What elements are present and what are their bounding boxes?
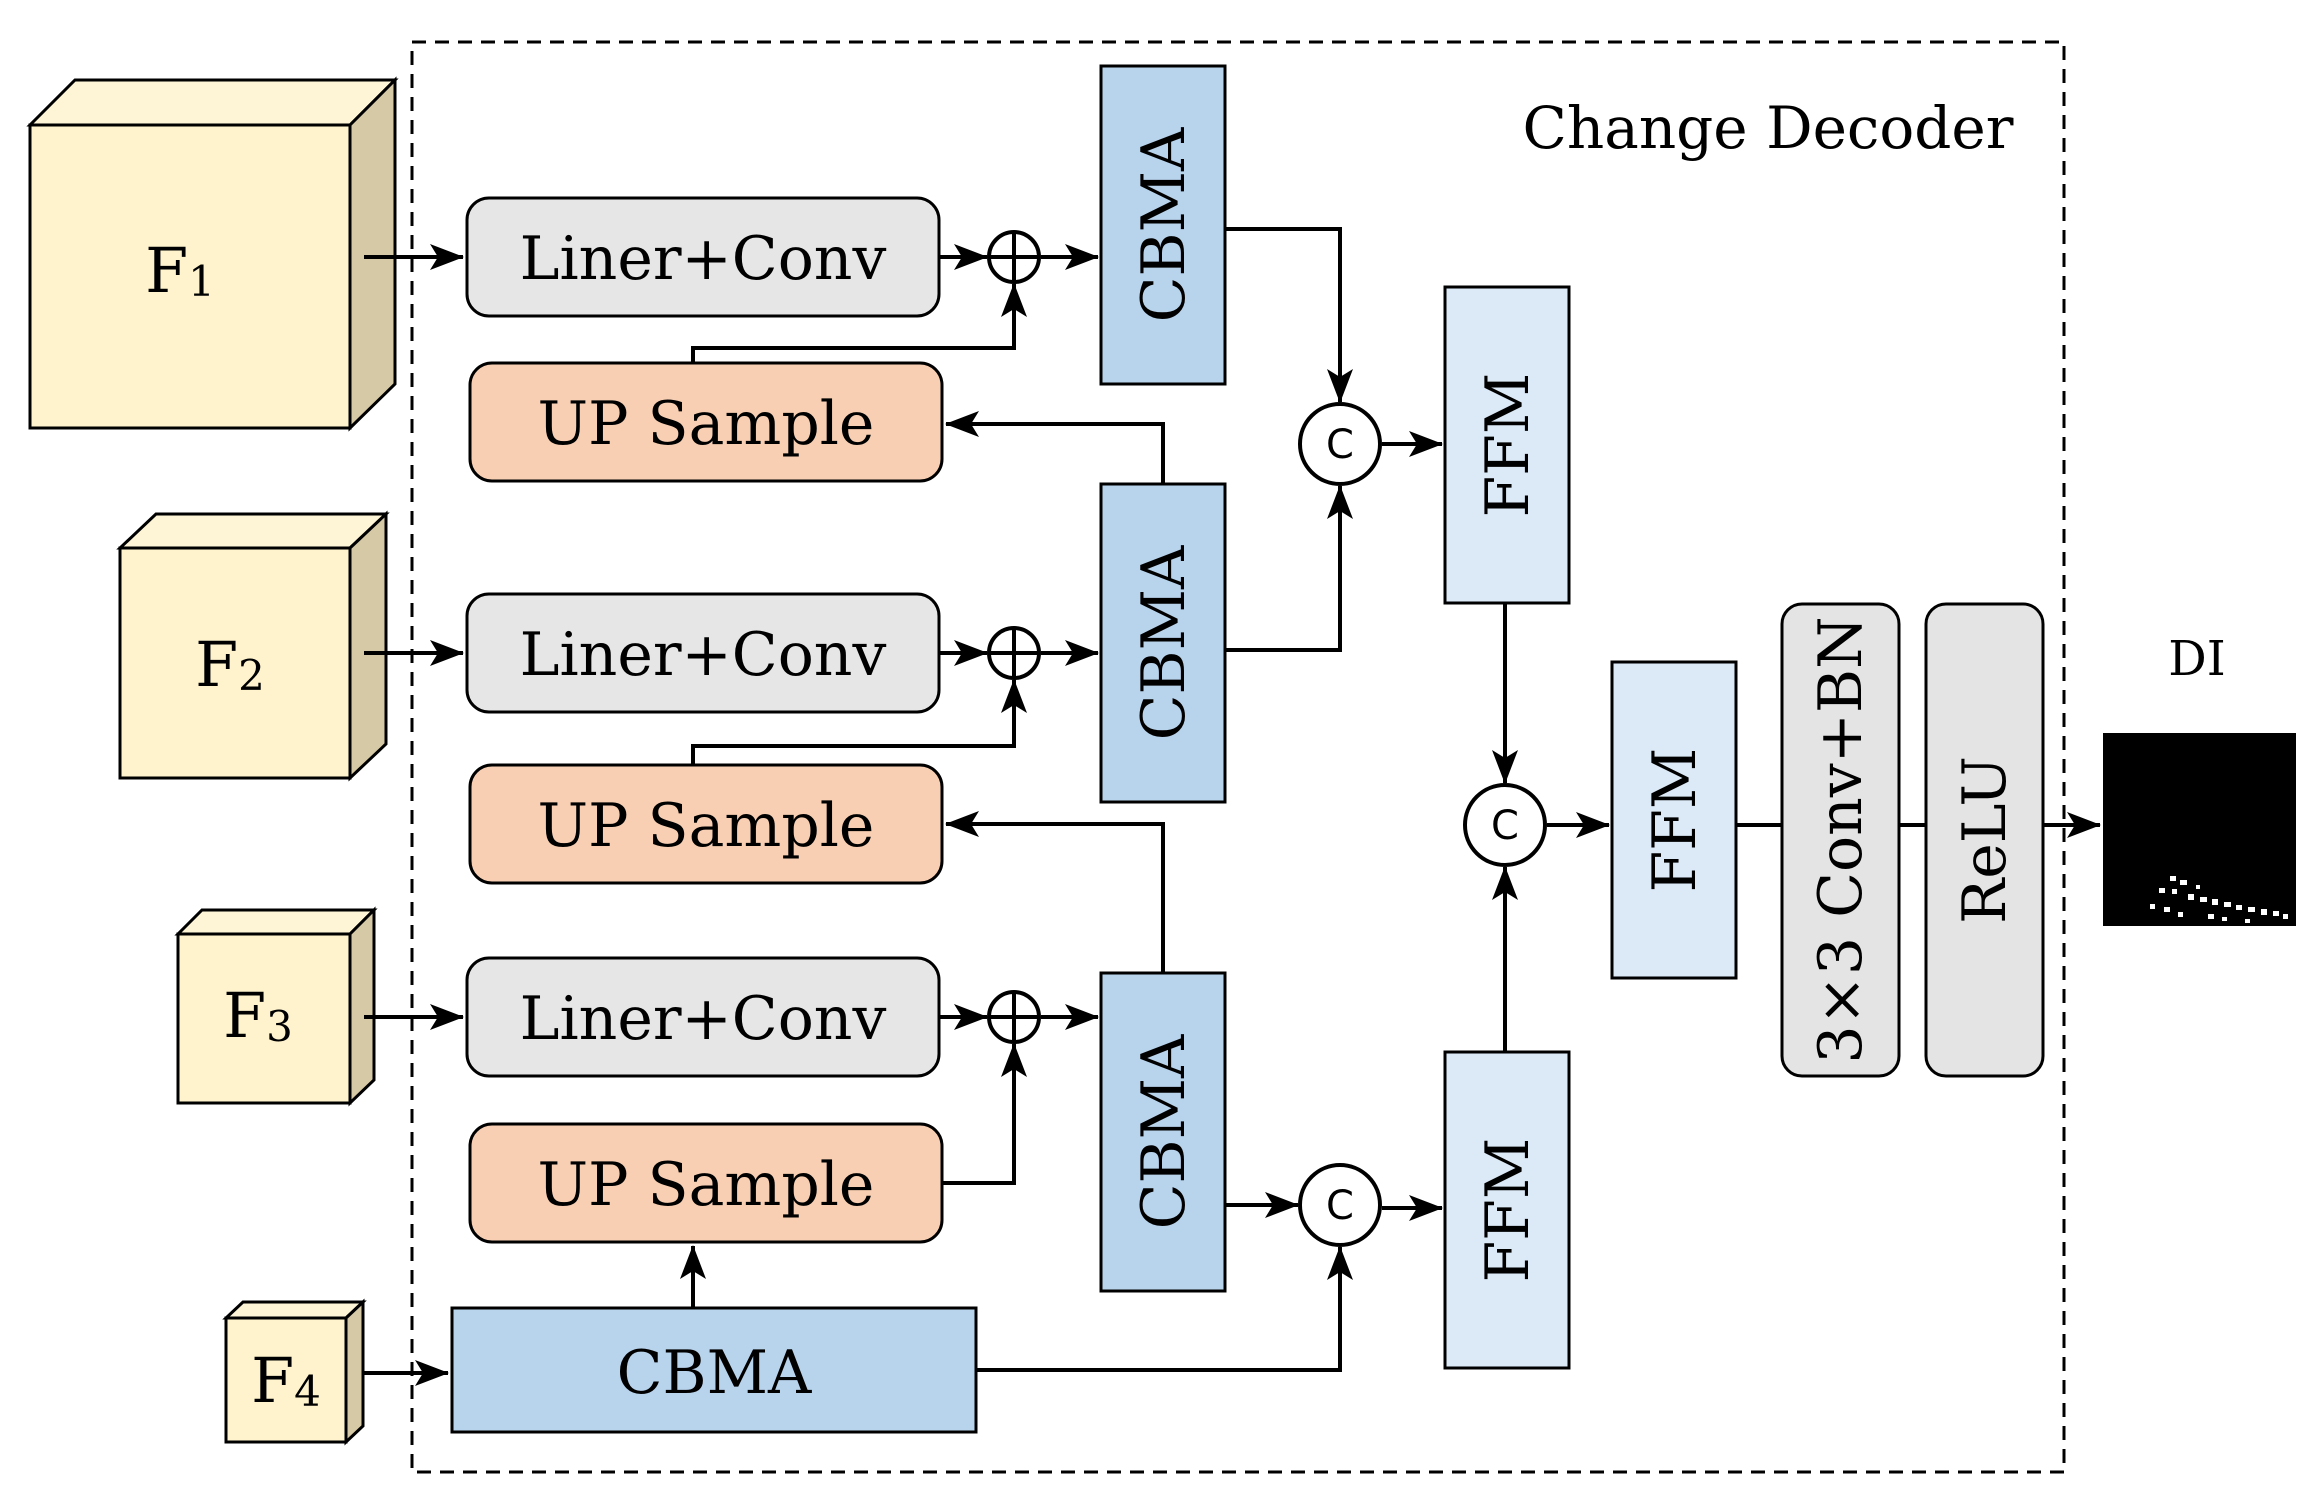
input-cube-f4: F4: [222, 1298, 367, 1446]
cbma-block-3: CBMA: [1099, 971, 1227, 1293]
input-cube-f2: F2: [116, 510, 390, 782]
input-f2-letter: F: [195, 628, 238, 701]
concat-label-2: C: [1491, 803, 1519, 849]
input-f3-letter: F: [223, 979, 266, 1052]
concat-node-2: C: [1463, 783, 1547, 867]
edge-cbma2-to-concat1: [1225, 485, 1353, 652]
concat-node-3: C: [1298, 1163, 1382, 1247]
input-f2-index: 2: [238, 651, 265, 700]
input-f1-index: 1: [188, 257, 215, 306]
cbma-label-1: CBMA: [1129, 127, 1199, 322]
add-node-1: [987, 230, 1041, 284]
up-sample-label-2: UP Sample: [538, 791, 875, 861]
cbma-block-2: CBMA: [1099, 482, 1227, 804]
liner-conv-block-3: Liner+Conv: [465, 956, 941, 1078]
edge-up1-to-add1: [691, 283, 1027, 363]
up-sample-label-3: UP Sample: [538, 1150, 875, 1220]
relu-label: ReLU: [1950, 756, 2020, 924]
add-node-3: [987, 990, 1041, 1044]
cbma-block-4: CBMA: [450, 1306, 978, 1434]
input-f3-index: 3: [266, 1002, 293, 1051]
up-sample-block-2: UP Sample: [468, 763, 944, 885]
ffm-label-2: FFM: [1640, 748, 1710, 893]
liner-conv-label-2: Liner+Conv: [520, 620, 887, 690]
liner-conv-block-1: Liner+Conv: [465, 196, 941, 318]
edge-cbma3-to-up2: [945, 811, 1165, 973]
edge-up2-to-add2: [691, 679, 1027, 765]
output-change-map: [2103, 733, 2296, 926]
edge-cbma2-to-up1: [945, 411, 1165, 484]
svg-text:F3: F3: [223, 979, 293, 1052]
liner-conv-block-2: Liner+Conv: [465, 592, 941, 714]
up-sample-block-1: UP Sample: [468, 361, 944, 483]
conv-bn-label: 3×3 Conv+BN: [1806, 616, 1876, 1063]
edge-cbma4-to-concat3: [976, 1246, 1353, 1372]
cbma-label-3: CBMA: [1129, 1034, 1199, 1229]
edge-up3-to-add3: [942, 1043, 1027, 1185]
ffm-block-2: FFM: [1610, 660, 1738, 980]
concat-label-3: C: [1326, 1183, 1354, 1229]
svg-text:F1: F1: [145, 234, 215, 307]
svg-text:F2: F2: [195, 628, 265, 701]
input-f4-index: 4: [294, 1367, 321, 1416]
ffm-label-3: FFM: [1473, 1138, 1543, 1283]
input-f4-letter: F: [251, 1344, 294, 1417]
add-node-2: [987, 626, 1041, 680]
ffm-label-1: FFM: [1473, 373, 1543, 518]
cbma-label-2: CBMA: [1129, 545, 1199, 740]
ffm-block-1: FFM: [1443, 285, 1571, 605]
cbma-label-4: CBMA: [617, 1338, 812, 1408]
up-sample-block-3: UP Sample: [468, 1122, 944, 1244]
input-cube-f1: F1: [26, 76, 399, 432]
input-f1-letter: F: [145, 234, 188, 307]
concat-node-1: C: [1298, 402, 1382, 486]
up-sample-label-1: UP Sample: [538, 389, 875, 459]
relu-block: ReLU: [1924, 602, 2045, 1078]
liner-conv-label-3: Liner+Conv: [520, 984, 887, 1054]
concat-label-1: C: [1326, 422, 1354, 468]
decoder-title: Change Decoder: [1523, 94, 2014, 162]
cbma-block-1: CBMA: [1099, 64, 1227, 386]
edge-cbma1-to-concat1: [1225, 227, 1353, 403]
conv-bn-block: 3×3 Conv+BN: [1780, 602, 1901, 1078]
input-cube-f3: F3: [174, 906, 378, 1107]
output-label: DI: [2168, 631, 2225, 687]
svg-text:F4: F4: [251, 1344, 321, 1417]
ffm-block-3: FFM: [1443, 1050, 1571, 1370]
liner-conv-label-1: Liner+Conv: [520, 224, 887, 294]
